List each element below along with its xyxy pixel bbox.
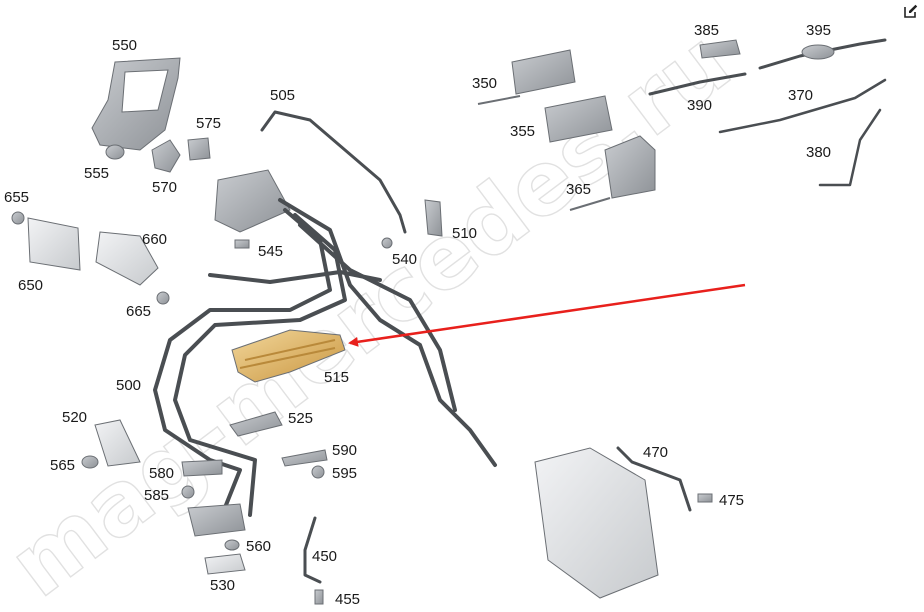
callout-515[interactable]: 515: [324, 369, 349, 386]
callout-550[interactable]: 550: [112, 37, 137, 54]
part-585-nut: [181, 485, 195, 499]
part-450-cable: [303, 516, 322, 584]
external-edit-icon[interactable]: [904, 4, 918, 18]
part-515-highlighted[interactable]: [231, 329, 346, 383]
part-475-bolt: [697, 493, 713, 503]
callout-520[interactable]: 520: [62, 409, 87, 426]
part-580-bracket: [181, 459, 223, 477]
part-380-cable: [818, 108, 882, 187]
highlight-arrow: [348, 283, 746, 347]
part-570-clip: [151, 139, 181, 173]
part-370-cable: [718, 78, 887, 134]
part-530-plate: [204, 553, 246, 575]
part-555-grommet: [105, 144, 125, 160]
callout-595[interactable]: 595: [332, 465, 357, 482]
callout-470[interactable]: 470: [643, 444, 668, 461]
part-355-module: [544, 95, 613, 143]
part-350-module: [477, 49, 576, 105]
callout-505[interactable]: 505: [270, 87, 295, 104]
part-505-cable: [260, 110, 407, 234]
part-650-control-unit: [27, 217, 81, 271]
callout-545[interactable]: 545: [258, 243, 283, 260]
callout-660[interactable]: 660: [142, 231, 167, 248]
callout-570[interactable]: 570: [152, 179, 177, 196]
callout-450[interactable]: 450: [312, 548, 337, 565]
callout-380[interactable]: 380: [806, 144, 831, 161]
callout-500[interactable]: 500: [116, 377, 141, 394]
callout-590[interactable]: 590: [332, 442, 357, 459]
callout-370[interactable]: 370: [788, 87, 813, 104]
callout-395[interactable]: 395: [806, 22, 831, 39]
callout-385[interactable]: 385: [694, 22, 719, 39]
part-575-bracket: [187, 137, 211, 161]
callout-390[interactable]: 390: [687, 97, 712, 114]
part-520-shield: [94, 419, 141, 467]
part-560-nut: [224, 539, 240, 551]
callout-510[interactable]: 510: [452, 225, 477, 242]
callout-585[interactable]: 585: [144, 487, 169, 504]
part-655-nut: [11, 211, 25, 225]
callout-650[interactable]: 650: [18, 277, 43, 294]
part-665-nut: [156, 291, 170, 305]
part-455-bolt: [314, 589, 324, 605]
part-550-frame: [91, 57, 181, 151]
callout-525[interactable]: 525: [288, 410, 313, 427]
callout-575[interactable]: 575: [196, 115, 221, 132]
callout-655[interactable]: 655: [4, 189, 29, 206]
callout-665[interactable]: 665: [126, 303, 151, 320]
part-365-housing: [569, 135, 656, 211]
part-battery-unit: [534, 447, 659, 599]
part-470-cable: [616, 446, 692, 512]
callout-580[interactable]: 580: [149, 465, 174, 482]
part-510-bracket: [424, 199, 443, 237]
part-595-nut: [311, 465, 325, 479]
callout-labels: 550 575 555 570 505 655 650 660 665 545 …: [4, 22, 831, 608]
part-500-harness: [153, 169, 497, 537]
part-525-bracket: [229, 411, 283, 437]
part-565-grommet: [81, 455, 99, 469]
callout-540[interactable]: 540: [392, 251, 417, 268]
part-660-bracket: [95, 231, 159, 286]
part-540-nut: [381, 237, 393, 249]
part-395-cable: [758, 38, 887, 70]
callout-555[interactable]: 555: [84, 165, 109, 182]
callout-365[interactable]: 365: [566, 181, 591, 198]
callout-565[interactable]: 565: [50, 457, 75, 474]
part-385-connector: [699, 39, 741, 59]
callout-355[interactable]: 355: [510, 123, 535, 140]
part-390-cable: [648, 72, 747, 96]
callout-560[interactable]: 560: [246, 538, 271, 555]
part-545-bolt: [234, 239, 250, 249]
part-590-bracket: [281, 449, 328, 467]
callout-455[interactable]: 455: [335, 591, 360, 608]
callout-350[interactable]: 350: [472, 75, 497, 92]
callout-530[interactable]: 530: [210, 577, 235, 594]
callout-475[interactable]: 475: [719, 492, 744, 509]
